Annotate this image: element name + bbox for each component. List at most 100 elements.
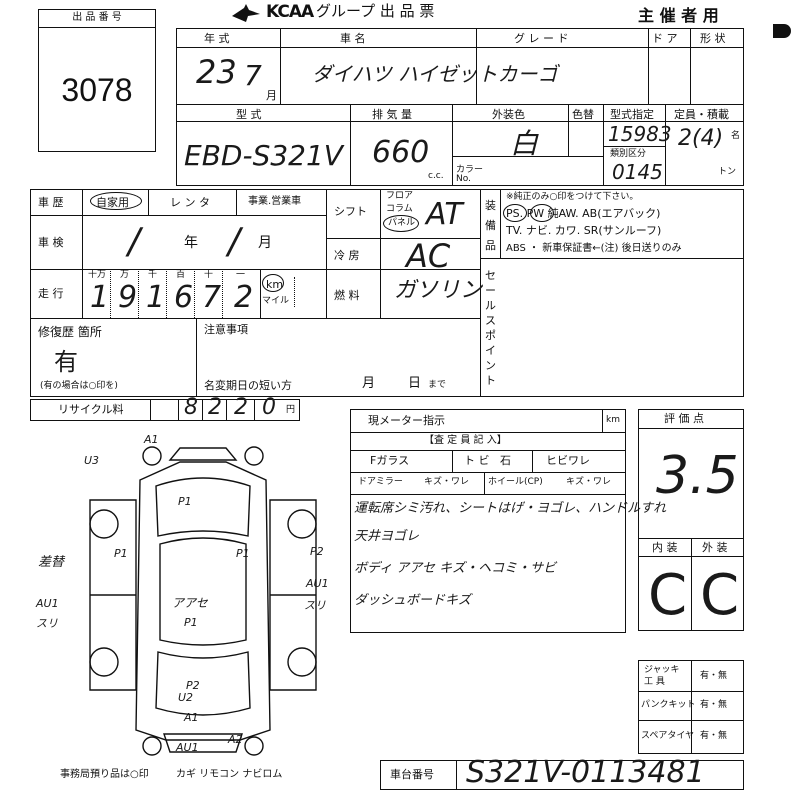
sales-point-label: セ ー ル ス ポ イ ン ト	[485, 269, 496, 387]
aircon-label: 冷 房	[334, 249, 360, 262]
digit-label: 万	[120, 270, 130, 280]
private-circle	[90, 192, 142, 210]
remark-line: 運転席シミ汚れ、シートはげ・ヨゴレ、ハンドルすれ	[354, 501, 667, 516]
mile-option: マイル	[262, 296, 290, 306]
shift-column: コラム	[386, 204, 413, 214]
name-change-day: 日	[408, 376, 422, 391]
fuel-value: ガソリン	[394, 278, 483, 303]
body-type-label: 形 状	[700, 32, 726, 45]
mileage-label: 走 行	[38, 287, 64, 300]
name-change-label: 名変期日の短い方	[204, 379, 292, 392]
equipment-row3: ABS ・ 新車保証書←(注) 後日送りのみ	[506, 243, 682, 254]
remark-line: ダッシュボードキズ	[354, 593, 472, 608]
equipment-label: 装 備 品	[485, 199, 496, 252]
logo-bird-icon	[232, 4, 260, 22]
puncture-label: パンクキット	[641, 700, 696, 710]
diagram-mark: スリ	[36, 617, 58, 630]
ps-circle	[503, 204, 527, 222]
mileage-digit: 1	[90, 280, 110, 315]
equipment-row2: TV. ナビ. カワ. SR(サンルーフ)	[506, 224, 662, 237]
history-label: 車 歴	[38, 196, 64, 209]
wheel-label: ホイール(CP)	[488, 477, 543, 487]
capacity-label: 定員・積載	[674, 108, 729, 121]
name-change-until: まで	[428, 380, 447, 390]
diagram-mark: A1	[144, 433, 159, 446]
exterior-grade: C	[700, 563, 740, 628]
jack-option: 有・無	[700, 671, 728, 681]
wheel-option: キズ・ワレ	[566, 477, 612, 487]
month-value: 7	[244, 59, 262, 92]
diagram-mark: AU1	[176, 741, 199, 754]
name-change-month: 月	[362, 376, 376, 391]
diagram-mark: U2	[178, 691, 194, 704]
spare-label: スペアタイヤ	[641, 731, 695, 741]
remark-line: 天井ヨゴレ	[354, 529, 420, 544]
repair-value: 有	[54, 348, 78, 376]
inspection-year-label: 年	[184, 235, 198, 251]
office-note: 事務局預り品は○印	[60, 769, 149, 780]
doors-label: ド ア	[652, 32, 678, 45]
current-meter-label: 現メーター指示	[368, 414, 445, 427]
km-circle	[262, 274, 284, 292]
recycle-label: リサイクル料	[58, 403, 124, 416]
diagram-mark: A1	[184, 711, 199, 724]
tobi-label: ト ビ	[464, 454, 490, 467]
aircon-value: AC	[406, 237, 451, 275]
year-label: 年 式	[204, 32, 230, 45]
recycle-row	[30, 399, 300, 421]
mileage-digit: 7	[202, 280, 222, 315]
keys-label: カギ リモコン ナビロム	[176, 769, 283, 780]
digit-label: 十万	[88, 270, 107, 280]
shift-label: シフト	[334, 205, 367, 218]
exterior-color-label: 外装色	[492, 108, 525, 121]
shift-value: AT	[426, 197, 463, 232]
digit-label: 一	[236, 270, 246, 280]
rating-value: 3.5	[656, 446, 739, 506]
yen-label: 円	[286, 405, 296, 415]
model-label: 型 式	[236, 108, 262, 121]
exterior-label: 外 装	[702, 541, 728, 554]
recycle-digit: 0	[262, 395, 276, 420]
business-option: 事業.営業車	[248, 196, 302, 207]
car-name-value: ダイハツ ハイゼットカーゴ	[312, 62, 558, 86]
front-glass-label: Fガラス	[370, 454, 410, 467]
jack-label: ジャッキ 工 具	[644, 665, 680, 687]
repair-label: 修復歴 箇所	[38, 325, 102, 339]
diagram-mark: AU1	[306, 577, 329, 590]
lot-number-box	[38, 9, 156, 152]
digit-label: 十	[204, 270, 214, 280]
diagram-mark: P1	[178, 495, 192, 508]
mileage-digit: 1	[146, 280, 166, 315]
recycle-digit: 2	[208, 395, 222, 420]
diagram-mark: AU1	[36, 597, 59, 610]
current-meter-km: km	[606, 415, 620, 425]
displacement-label: 排 気 量	[372, 108, 412, 121]
lot-number: 3078	[61, 72, 133, 108]
lot-number-label: 出 品 番 号	[72, 12, 122, 23]
year-value: 23	[196, 53, 237, 91]
inspector-section	[350, 409, 626, 633]
organizer-label: 主 催 者 用	[638, 6, 719, 25]
model-value: EBD-S321V	[184, 139, 343, 172]
diagram-mark: A2	[228, 733, 243, 746]
spare-option: 有・無	[700, 731, 728, 741]
diagram-mark: 差替	[38, 555, 65, 570]
category-class-label: 類別区分	[610, 149, 647, 159]
ton-label: トン	[718, 167, 737, 177]
mileage-digit: 6	[174, 280, 194, 315]
color-change-label: 色替	[572, 108, 594, 121]
capacity-value: 2(4)	[678, 126, 724, 151]
diagram-mark: P1	[114, 547, 128, 560]
shift-floor: フロア	[386, 191, 414, 201]
color-value: 白	[510, 127, 539, 160]
inspection-month-value: /	[228, 221, 241, 262]
form-title: グループ 出 品 票	[316, 2, 435, 20]
diagram-mark: P2	[186, 679, 200, 692]
recycle-digit: 8	[184, 395, 198, 420]
diagram-mark: スリ	[304, 599, 326, 612]
diagram-mark: P2	[310, 545, 324, 558]
diagram-mark: P1	[236, 547, 250, 560]
diagram-mark: P1	[184, 616, 198, 629]
shift-panel-circle	[383, 215, 419, 232]
displacement-value: 660	[372, 135, 430, 170]
